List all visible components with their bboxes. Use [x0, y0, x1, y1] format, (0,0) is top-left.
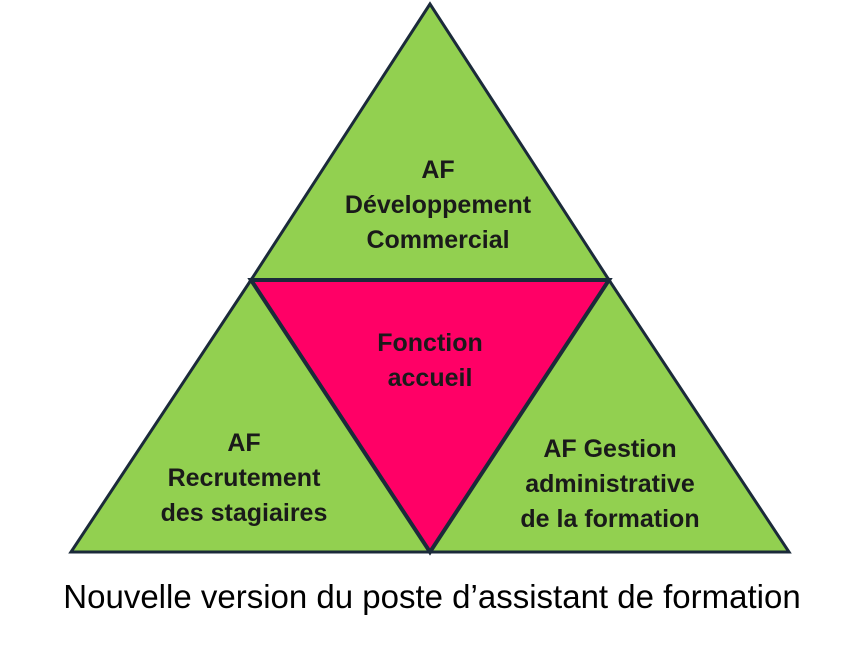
- center-label-line-1: Fonction: [377, 329, 483, 357]
- right-triangle-label: AF Gestion administrative de la formatio…: [520, 435, 699, 533]
- left-label-line-1: AF: [227, 429, 260, 457]
- right-label-line-2: administrative: [525, 470, 695, 498]
- diagram-caption: Nouvelle version du poste d’assistant de…: [63, 578, 801, 615]
- left-triangle-label: AF Recrutement des stagiaires: [161, 429, 328, 527]
- right-label-line-1: AF Gestion: [543, 435, 676, 463]
- left-label-line-3: des stagiaires: [161, 499, 328, 527]
- top-triangle-label: AF Développement Commercial: [345, 156, 532, 254]
- top-label-line-2: Développement: [345, 191, 532, 219]
- center-triangle-label: Fonction accueil: [377, 329, 483, 392]
- top-label-line-3: Commercial: [366, 226, 509, 254]
- right-label-line-3: de la formation: [520, 505, 699, 533]
- left-label-line-2: Recrutement: [168, 464, 321, 492]
- top-label-line-1: AF: [421, 156, 454, 184]
- center-triangle: [247, 278, 613, 556]
- center-label-line-2: accueil: [388, 364, 473, 392]
